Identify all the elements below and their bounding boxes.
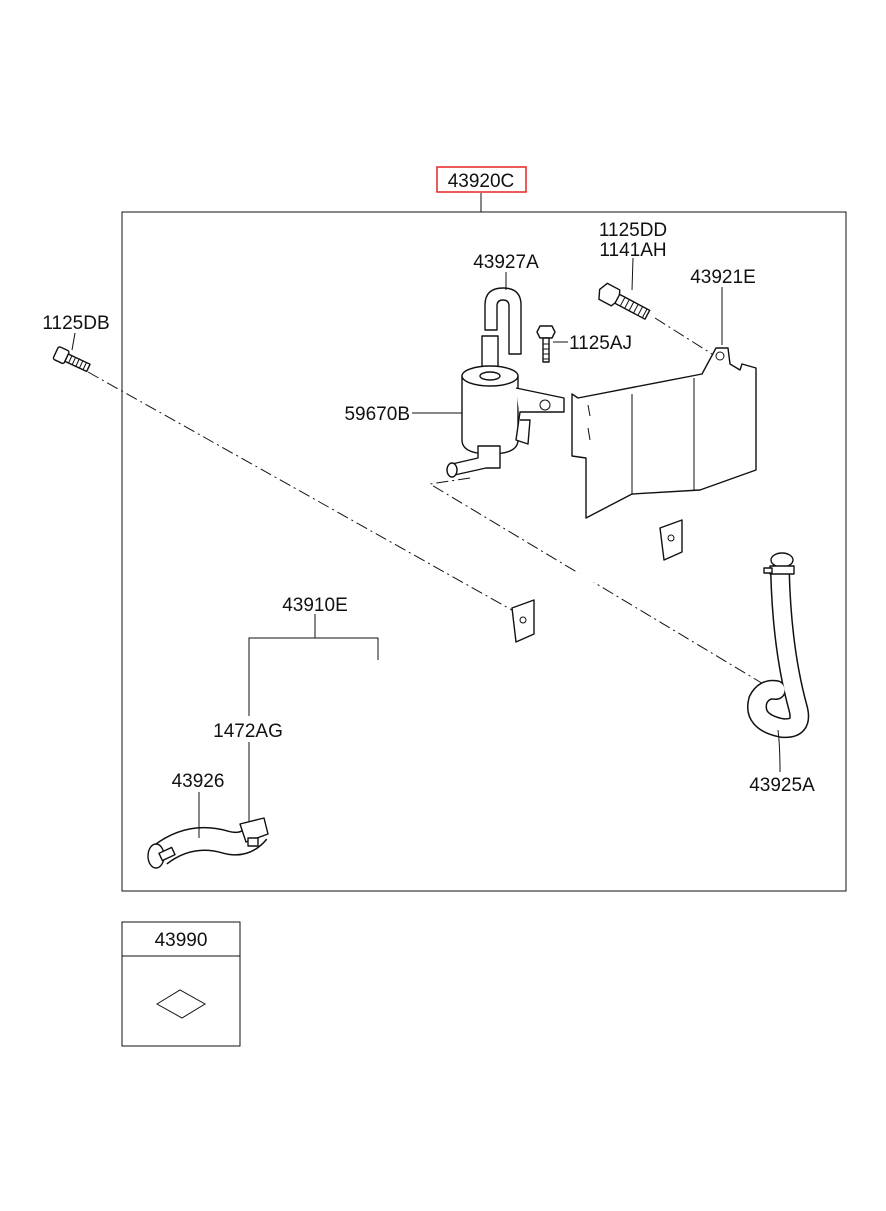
callout-1125db[interactable]: 1125DB bbox=[42, 313, 109, 334]
assembly-label[interactable]: 43920C bbox=[436, 166, 527, 193]
hose-43927a-icon[interactable] bbox=[484, 287, 522, 355]
assembly-frame bbox=[121, 211, 847, 892]
hose-43926-icon[interactable] bbox=[147, 817, 269, 869]
assembly-highlight-box bbox=[436, 166, 527, 193]
callout-43925a[interactable]: 43925A bbox=[749, 775, 815, 796]
assembly-number: 43920C bbox=[448, 171, 515, 192]
bracket-43921e-icon[interactable] bbox=[571, 347, 757, 519]
callout-1125aj[interactable]: 1125AJ bbox=[569, 333, 632, 354]
callout-1125dd[interactable]: 1125DD bbox=[599, 220, 667, 241]
solenoid-valve-59670b-icon[interactable] bbox=[446, 335, 565, 478]
callout-43921e[interactable]: 43921E bbox=[690, 267, 756, 288]
callout-59670b[interactable]: 59670B bbox=[344, 404, 410, 425]
leader-1125db bbox=[71, 332, 76, 351]
callout-43910e[interactable]: 43910E bbox=[282, 595, 348, 616]
callout-1141ah[interactable]: 1141AH bbox=[599, 240, 666, 261]
leader-43910e-bar bbox=[248, 637, 379, 716]
kit-number: 43990 bbox=[155, 930, 208, 951]
alignment-line-1125db bbox=[87, 371, 520, 615]
leader-43925a bbox=[777, 729, 781, 773]
callout-43926[interactable]: 43926 bbox=[172, 771, 225, 792]
bolt-1125dd-icon[interactable] bbox=[595, 281, 651, 322]
hose-43925a-icon[interactable] bbox=[747, 552, 810, 739]
gasket-kit-icon bbox=[156, 989, 206, 1019]
callout-43927a[interactable]: 43927A bbox=[473, 252, 539, 273]
alignment-line-bolt bbox=[654, 317, 713, 355]
tube-43910e-icon[interactable] bbox=[248, 464, 810, 822]
bolt-1125db-icon[interactable] bbox=[52, 346, 92, 374]
leader-1125dd bbox=[631, 257, 634, 291]
bolt-1125aj-icon[interactable] bbox=[536, 325, 556, 363]
kit-box[interactable]: 43990 bbox=[121, 921, 241, 1047]
callout-1472ag[interactable]: 1472AG bbox=[213, 721, 283, 742]
